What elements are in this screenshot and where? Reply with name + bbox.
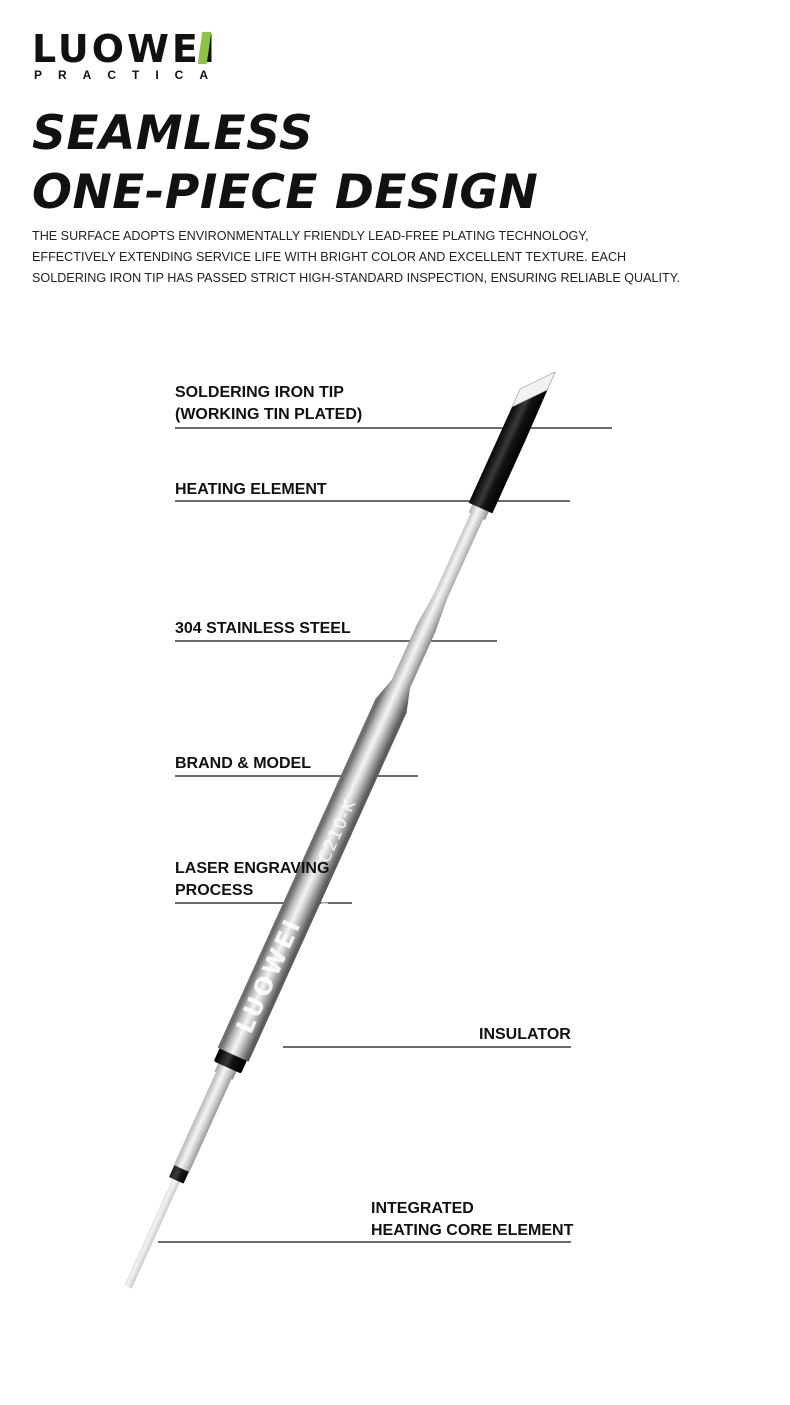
callout-insulator: INSULATOR [479, 1024, 571, 1046]
knife-tip-plating [511, 371, 556, 408]
upper-shaft [433, 511, 485, 601]
callout-brand-line-1: BRAND & MODEL [175, 755, 311, 772]
main-barrel [217, 697, 407, 1062]
intro-line-3: SOLDERING IRON TIP HAS PASSED STRICT HIG… [32, 271, 681, 285]
callout-stainless-steel: 304 STAINLESS STEEL [175, 618, 351, 640]
callout-laser-engraving: LASER ENGRAVING PROCESS [175, 858, 329, 902]
callout-tip-line-1: SOLDERING IRON TIP [175, 384, 344, 401]
callout-brand-model: BRAND & MODEL [175, 753, 311, 775]
barrel-taper [375, 679, 411, 713]
title-line-2: ONE-PIECE DESIGN [32, 165, 539, 220]
intro-line-1: THE SURFACE ADOPTS ENVIRONMENTALLY FRIEN… [32, 229, 589, 243]
callout-heating-line-1: HEATING ELEMENT [175, 481, 327, 498]
callout-soldering-tip: SOLDERING IRON TIP (WORKING TIN PLATED) [175, 382, 362, 426]
knife-tip [501, 371, 556, 442]
brand-subtitle: PRACTICA [34, 68, 224, 82]
page-title: SEAMLESS ONE-PIECE DESIGN [32, 104, 538, 222]
callout-core-line-2: HEATING CORE ELEMENT [371, 1222, 574, 1239]
callout-laser-line-1: LASER ENGRAVING [175, 860, 330, 877]
callout-insulator-line-1: INSULATOR [479, 1026, 571, 1043]
intro-line-2: EFFECTIVELY EXTENDING SERVICE LIFE WITH … [32, 250, 627, 264]
neck-flare [416, 593, 447, 633]
neck [391, 623, 436, 689]
callout-laser-line-2: PROCESS [175, 882, 254, 899]
lower-barrel [173, 1067, 234, 1173]
shaft-collar [468, 503, 490, 520]
callout-steel-line-1: 304 STAINLESS STEEL [175, 620, 351, 637]
brand-logo: LUOWEI PRACTICA [32, 30, 232, 85]
callout-heating-element: HEATING ELEMENT [175, 479, 327, 501]
intro-paragraph: THE SURFACE ADOPTS ENVIRONMENTALLY FRIEN… [32, 226, 732, 289]
callout-core-line-1: INTEGRATED [371, 1200, 474, 1217]
callout-tip-line-2: (WORKING TIN PLATED) [175, 406, 363, 423]
insulator-ring [214, 1048, 247, 1073]
heating-sleeve [468, 429, 526, 514]
lower-step [214, 1062, 237, 1080]
brand-name: LUOWEI [32, 27, 219, 71]
thin-rod [124, 1174, 182, 1289]
callout-heating-core: INTEGRATED HEATING CORE ELEMENT [371, 1198, 573, 1242]
title-line-1: SEAMLESS [32, 106, 314, 161]
